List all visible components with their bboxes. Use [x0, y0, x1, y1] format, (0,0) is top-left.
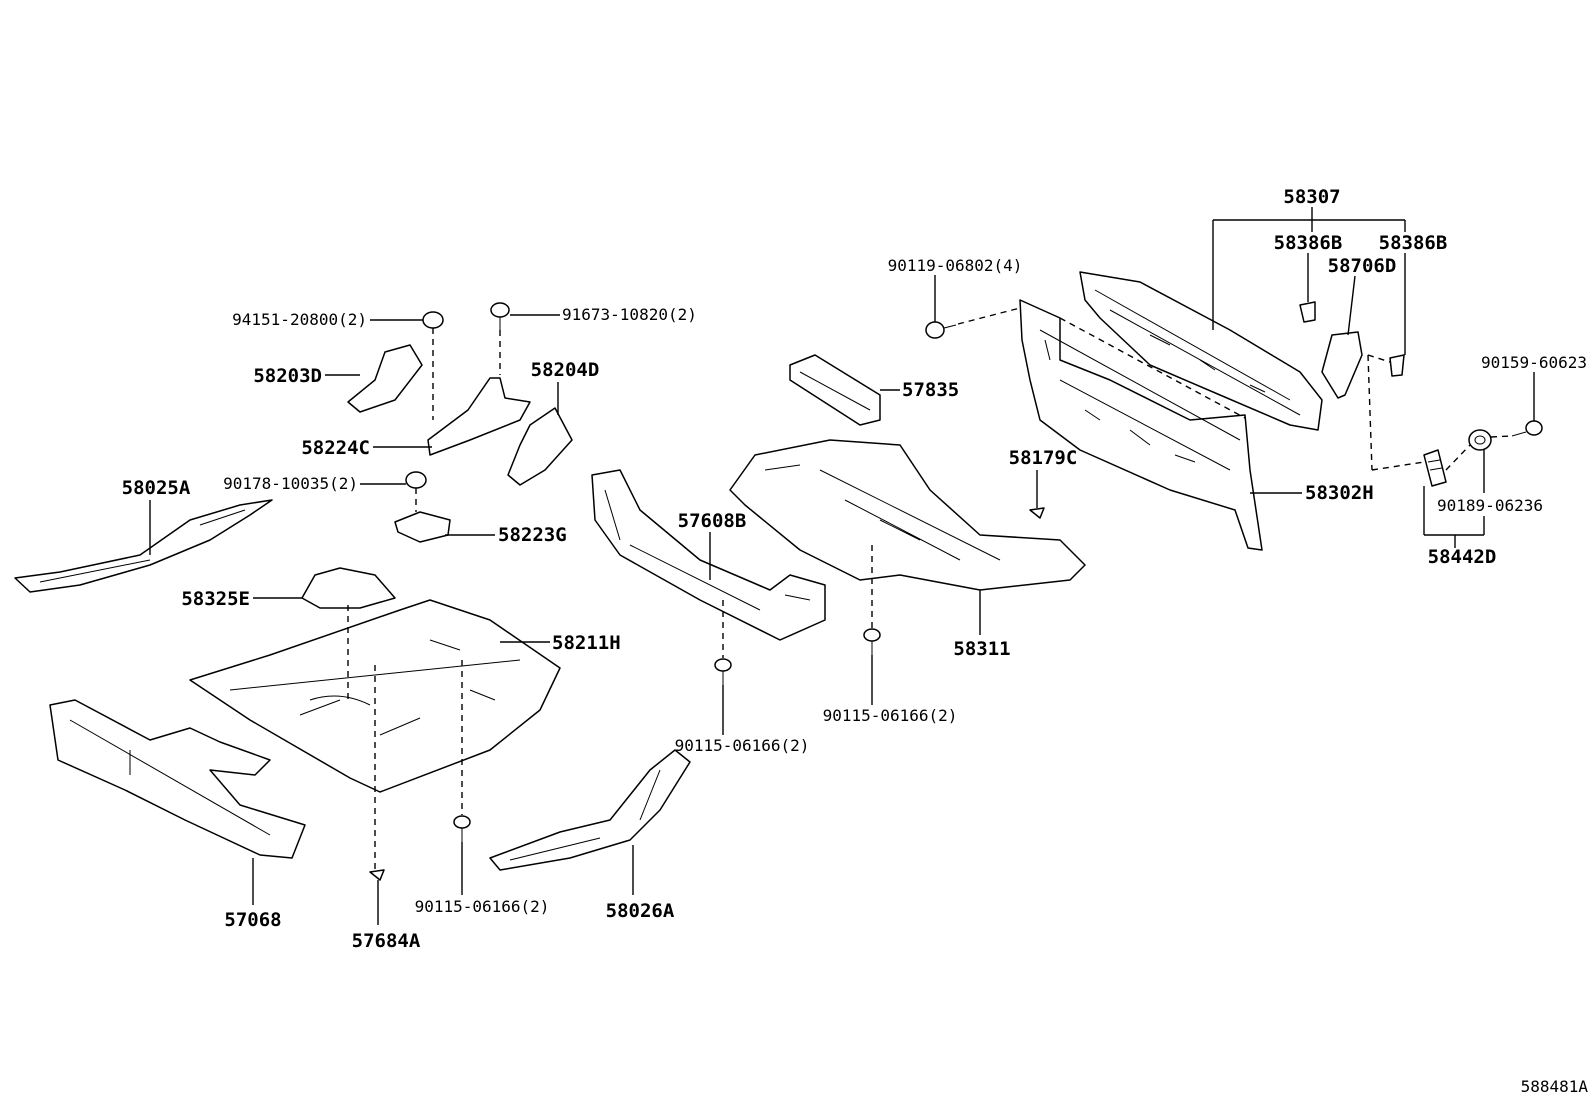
label-90178-10035[interactable]: 90178-10035(2) — [223, 474, 358, 493]
part-58025A[interactable] — [14, 499, 273, 593]
part-58203D[interactable] — [347, 344, 423, 413]
diagram-id: 588481A — [1521, 1077, 1589, 1096]
part-90115-06166-right[interactable] — [863, 628, 881, 655]
part-90189-06236[interactable] — [1468, 429, 1492, 451]
label-58386B-left[interactable]: 58386B — [1274, 232, 1343, 254]
part-58224C[interactable] — [427, 377, 531, 456]
label-57608B[interactable]: 57608B — [678, 510, 747, 532]
label-58224C[interactable]: 58224C — [301, 437, 370, 459]
label-58442D[interactable]: 58442D — [1428, 546, 1497, 568]
part-94151-20800[interactable] — [422, 311, 444, 329]
label-91673-10820[interactable]: 91673-10820(2) — [562, 305, 697, 324]
label-58307[interactable]: 58307 — [1283, 186, 1340, 208]
label-90115-06166-right[interactable]: 90115-06166(2) — [823, 706, 958, 725]
label-90115-06166-left[interactable]: 90115-06166(2) — [415, 897, 550, 916]
part-58442D[interactable] — [1423, 449, 1447, 487]
label-58706D[interactable]: 58706D — [1328, 255, 1397, 277]
part-labels: 58307 58386B 58386B 58706D 90119-06802(4… — [122, 186, 1589, 1096]
label-90119-06802[interactable]: 90119-06802(4) — [888, 256, 1023, 275]
part-58223G[interactable] — [394, 511, 451, 543]
label-90189-06236[interactable]: 90189-06236 — [1437, 496, 1543, 515]
label-57068[interactable]: 57068 — [224, 909, 281, 931]
part-58706D[interactable] — [1321, 331, 1363, 399]
part-58302H[interactable] — [1019, 299, 1263, 551]
label-58026A[interactable]: 58026A — [606, 900, 675, 922]
installation-lines — [347, 307, 1513, 870]
part-58325E[interactable] — [301, 567, 396, 609]
part-57684A[interactable] — [369, 869, 385, 881]
part-58179C[interactable] — [1029, 507, 1045, 519]
label-94151-20800[interactable]: 94151-20800(2) — [232, 310, 367, 329]
label-58179C[interactable]: 58179C — [1009, 447, 1078, 469]
label-58302H[interactable]: 58302H — [1305, 482, 1374, 504]
label-58223G[interactable]: 58223G — [498, 524, 567, 546]
part-91673-10820[interactable] — [490, 302, 510, 330]
label-58325E[interactable]: 58325E — [181, 588, 250, 610]
part-58386B-left[interactable] — [1299, 301, 1316, 323]
leader-lines — [149, 207, 1535, 925]
label-58204D[interactable]: 58204D — [531, 359, 600, 381]
label-57835[interactable]: 57835 — [902, 379, 959, 401]
part-58307[interactable] — [1079, 271, 1323, 431]
part-90115-06166-middle[interactable] — [714, 658, 732, 685]
part-58386B-right[interactable] — [1389, 354, 1405, 377]
label-90159-60623[interactable]: 90159-60623 — [1481, 353, 1587, 372]
part-57835[interactable] — [789, 354, 881, 426]
part-57608B[interactable] — [591, 469, 826, 641]
label-58211H[interactable]: 58211H — [552, 632, 621, 654]
label-57684A[interactable]: 57684A — [352, 930, 421, 952]
part-58311[interactable] — [729, 439, 1086, 591]
part-58211H[interactable] — [189, 599, 561, 793]
part-58026A[interactable] — [489, 749, 691, 871]
label-58025A[interactable]: 58025A — [122, 477, 191, 499]
label-58311[interactable]: 58311 — [953, 638, 1010, 660]
label-90115-06166-middle[interactable]: 90115-06166(2) — [675, 736, 810, 755]
label-58386B-right[interactable]: 58386B — [1379, 232, 1448, 254]
part-90159-60623[interactable] — [1511, 420, 1543, 437]
part-90119-06802[interactable] — [925, 321, 957, 339]
part-90178-10035[interactable] — [405, 471, 427, 489]
label-58203D[interactable]: 58203D — [253, 365, 322, 387]
part-57068[interactable] — [49, 699, 306, 859]
part-90115-06166-left[interactable] — [453, 815, 471, 842]
